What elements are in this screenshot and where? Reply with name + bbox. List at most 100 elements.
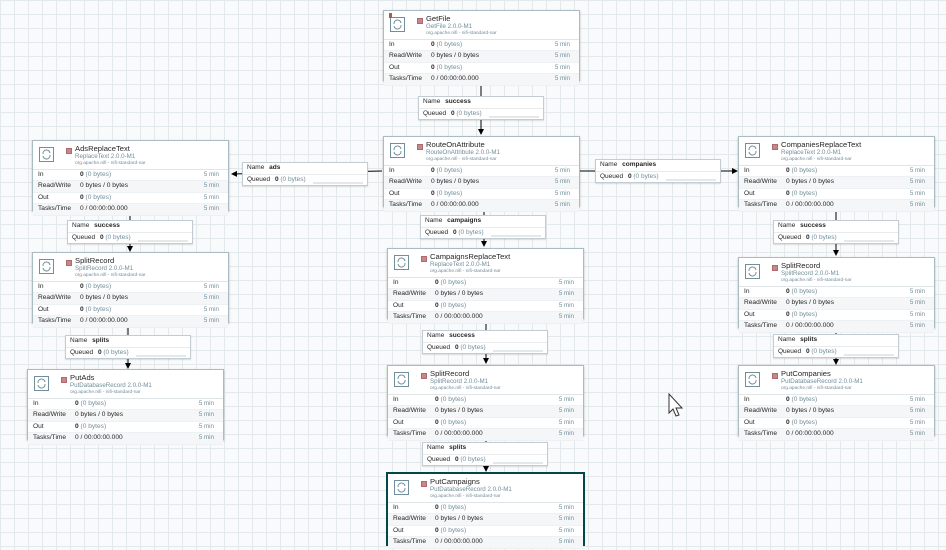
processor-bundle: org.apache.nifi - nifi-standard-nar	[70, 390, 141, 395]
processor-bundle: org.apache.nifi - nifi-standard-nar	[430, 386, 501, 391]
processor-splitcamp[interactable]: SplitRecord SplitRecord 2.0.0-M1 org.apa…	[387, 365, 584, 441]
processor-stats: In 0 (0 bytes) 5 min Read/Write 0 bytes …	[384, 39, 579, 86]
processor-header[interactable]: CompaniesReplaceText ReplaceText 2.0.0-M…	[739, 137, 934, 165]
connection-queued-bytes: (0 bytes)	[458, 228, 484, 236]
connection-splitads-put[interactable]: Name splits Queued 0 (0 bytes)	[65, 335, 191, 359]
connection-name-label: Name	[247, 164, 265, 171]
stat-row-out: Out 0 (0 bytes) 5 min	[388, 301, 583, 313]
processor-putcomp[interactable]: PutCompanies PutDatabaseRecord 2.0.0-M1 …	[738, 365, 935, 441]
stat-window: 5 min	[558, 418, 574, 426]
stat-label-rw: Read/Write	[389, 178, 422, 186]
connection-queued-count: 0	[454, 455, 459, 463]
stat-in-bytes: (0 bytes)	[791, 167, 818, 174]
processor-campreplace[interactable]: CampaignsReplaceText ReplaceText 2.0.0-M…	[387, 248, 584, 324]
connection-name-row: Name ads	[243, 163, 367, 174]
stat-row-tasks: Tasks/Time 0 / 00:00:00.000 5 min	[388, 537, 583, 549]
stat-label-out: Out	[744, 310, 755, 318]
processor-name: PutAds	[70, 373, 95, 382]
processor-splitads[interactable]: SplitRecord SplitRecord 2.0.0-M1 org.apa…	[32, 252, 229, 328]
stat-row-rw: Read/Write 0 bytes / 0 bytes 5 min	[33, 293, 228, 305]
stat-label-out: Out	[393, 301, 404, 309]
processor-header[interactable]: SplitRecord SplitRecord 2.0.0-M1 org.apa…	[33, 253, 228, 281]
processor-getfile[interactable]: GetFile GetFile 2.0.0-M1 org.apache.nifi…	[383, 10, 580, 86]
processor-header[interactable]: PutAds PutDatabaseRecord 2.0.0-M1 org.ap…	[28, 370, 223, 398]
processor-header[interactable]: CampaignsReplaceText ReplaceText 2.0.0-M…	[388, 249, 583, 277]
connection-name-label: Name	[72, 222, 90, 229]
stat-row-rw: Read/Write 0 bytes / 0 bytes 5 min	[739, 406, 934, 418]
stat-row-rw: Read/Write 0 bytes / 0 bytes 5 min	[739, 298, 934, 310]
processor-stats: In 0 (0 bytes) 5 min Read/Write 0 bytes …	[739, 394, 934, 441]
stat-window: 5 min	[558, 538, 574, 546]
stat-label-rw: Read/Write	[744, 299, 777, 307]
stat-window: 5 min	[558, 430, 574, 438]
processor-header[interactable]: PutCampaigns PutDatabaseRecord 2.0.0-M1 …	[388, 474, 583, 502]
stat-window: 5 min	[558, 313, 574, 321]
stat-in-bytes: (0 bytes)	[80, 400, 107, 407]
stat-row-in: In 0 (0 bytes) 5 min	[33, 170, 228, 182]
stat-row-in: In 0 (0 bytes) 5 min	[384, 40, 579, 52]
processor-putads[interactable]: PutAds PutDatabaseRecord 2.0.0-M1 org.ap…	[27, 369, 224, 445]
connection-route-ads[interactable]: Name ads Queued 0 (0 bytes)	[242, 162, 368, 186]
connection-getfile-route[interactable]: Name success Queued 0 (0 bytes)	[418, 96, 544, 120]
stat-label-in: In	[389, 167, 395, 174]
stat-row-tasks: Tasks/Time 0 / 00:00:00.000 5 min	[739, 429, 934, 441]
connection-route-campaigns[interactable]: Name campaigns Queued 0 (0 bytes)	[420, 215, 546, 239]
processor-stats: In 0 (0 bytes) 5 min Read/Write 0 bytes …	[388, 502, 583, 549]
processor-bundle: org.apache.nifi - nifi-standard-nar	[430, 494, 501, 499]
processor-header[interactable]: PutCompanies PutDatabaseRecord 2.0.0-M1 …	[739, 366, 934, 394]
stat-row-in: In 0 (0 bytes) 5 min	[388, 503, 583, 515]
stat-row-in: In 0 (0 bytes) 5 min	[388, 278, 583, 290]
processor-stats: In 0 (0 bytes) 5 min Read/Write 0 bytes …	[388, 277, 583, 324]
stat-tasks-value: 0 / 00:00:00.000	[80, 317, 128, 325]
connection-queued-bytes: (0 bytes)	[456, 109, 482, 117]
processor-header[interactable]: GetFile GetFile 2.0.0-M1 org.apache.nifi…	[384, 11, 579, 39]
connection-queued-row: Queued 0 (0 bytes)	[66, 346, 190, 359]
connection-queued-label: Queued	[778, 233, 802, 241]
connection-camp-split[interactable]: Name success Queued 0 (0 bytes)	[422, 330, 548, 354]
stat-row-tasks: Tasks/Time 0 / 00:00:00.000 5 min	[384, 74, 579, 86]
stat-window: 5 min	[909, 322, 925, 330]
connection-splitcomp-put[interactable]: Name splits Queued 0 (0 bytes)	[773, 334, 899, 358]
warning-icon[interactable]	[389, 13, 392, 18]
stat-row-out: Out 0 (0 bytes) 5 min	[384, 189, 579, 201]
processor-header[interactable]: AdsReplaceText ReplaceText 2.0.0-M1 org.…	[33, 141, 228, 169]
stat-label-rw: Read/Write	[38, 182, 71, 190]
processor-putcamp[interactable]: PutCampaigns PutDatabaseRecord 2.0.0-M1 …	[387, 473, 584, 549]
connection-name-row: Name splits	[66, 336, 190, 347]
stat-label-in: In	[389, 41, 395, 48]
processor-header[interactable]: RouteOnAttribute RouteOnAttribute 2.0.0-…	[384, 137, 579, 165]
stat-tasks-value: 0 / 00:00:00.000	[431, 201, 479, 209]
processor-adsreplace[interactable]: AdsReplaceText ReplaceText 2.0.0-M1 org.…	[32, 140, 229, 216]
stat-row-rw: Read/Write 0 bytes / 0 bytes 5 min	[28, 410, 223, 422]
stat-out-bytes: (0 bytes)	[436, 189, 463, 197]
connection-comp-split[interactable]: Name success Queued 0 (0 bytes)	[773, 220, 899, 244]
processor-header[interactable]: SplitRecord SplitRecord 2.0.0-M1 org.apa…	[388, 366, 583, 394]
connection-queued-row: Queued 0 (0 bytes)	[423, 453, 547, 466]
connection-name-row: Name success	[423, 331, 547, 342]
stat-row-out: Out 0 (0 bytes) 5 min	[739, 189, 934, 201]
connection-ads-split[interactable]: Name success Queued 0 (0 bytes)	[67, 220, 193, 244]
stat-label-tasks: Tasks/Time	[744, 430, 778, 438]
stat-window: 5 min	[554, 167, 570, 174]
connection-route-companies[interactable]: Name companies Queued 0 (0 bytes)	[595, 159, 721, 183]
stat-label-in: In	[38, 283, 44, 290]
processor-name: PutCompanies	[781, 369, 831, 378]
stat-row-tasks: Tasks/Time 0 / 00:00:00.000 5 min	[388, 429, 583, 441]
stat-in-bytes: (0 bytes)	[85, 283, 112, 290]
processor-compreplace[interactable]: CompaniesReplaceText ReplaceText 2.0.0-M…	[738, 136, 935, 212]
connection-splitcamp-put[interactable]: Name splits Queued 0 (0 bytes)	[422, 442, 548, 466]
connection-queued-bytes: (0 bytes)	[633, 172, 659, 180]
stat-rw-value: 0 bytes / 0 bytes	[435, 515, 484, 523]
stat-row-rw: Read/Write 0 bytes / 0 bytes 5 min	[388, 406, 583, 418]
processor-bundle: org.apache.nifi - nifi-standard-nar	[426, 31, 497, 36]
processor-header[interactable]: SplitRecord SplitRecord 2.0.0-M1 org.apa…	[739, 258, 934, 286]
stat-out-count: 0	[435, 301, 439, 309]
processor-splitcomp[interactable]: SplitRecord SplitRecord 2.0.0-M1 org.apa…	[738, 257, 935, 333]
processor-icon	[390, 17, 405, 32]
stat-in-bytes: (0 bytes)	[85, 171, 112, 178]
stat-row-tasks: Tasks/Time 0 / 00:00:00.000 5 min	[388, 312, 583, 324]
connection-name: success	[449, 332, 475, 339]
processor-route[interactable]: RouteOnAttribute RouteOnAttribute 2.0.0-…	[383, 136, 580, 212]
connection-queued-bytes: (0 bytes)	[460, 455, 486, 463]
